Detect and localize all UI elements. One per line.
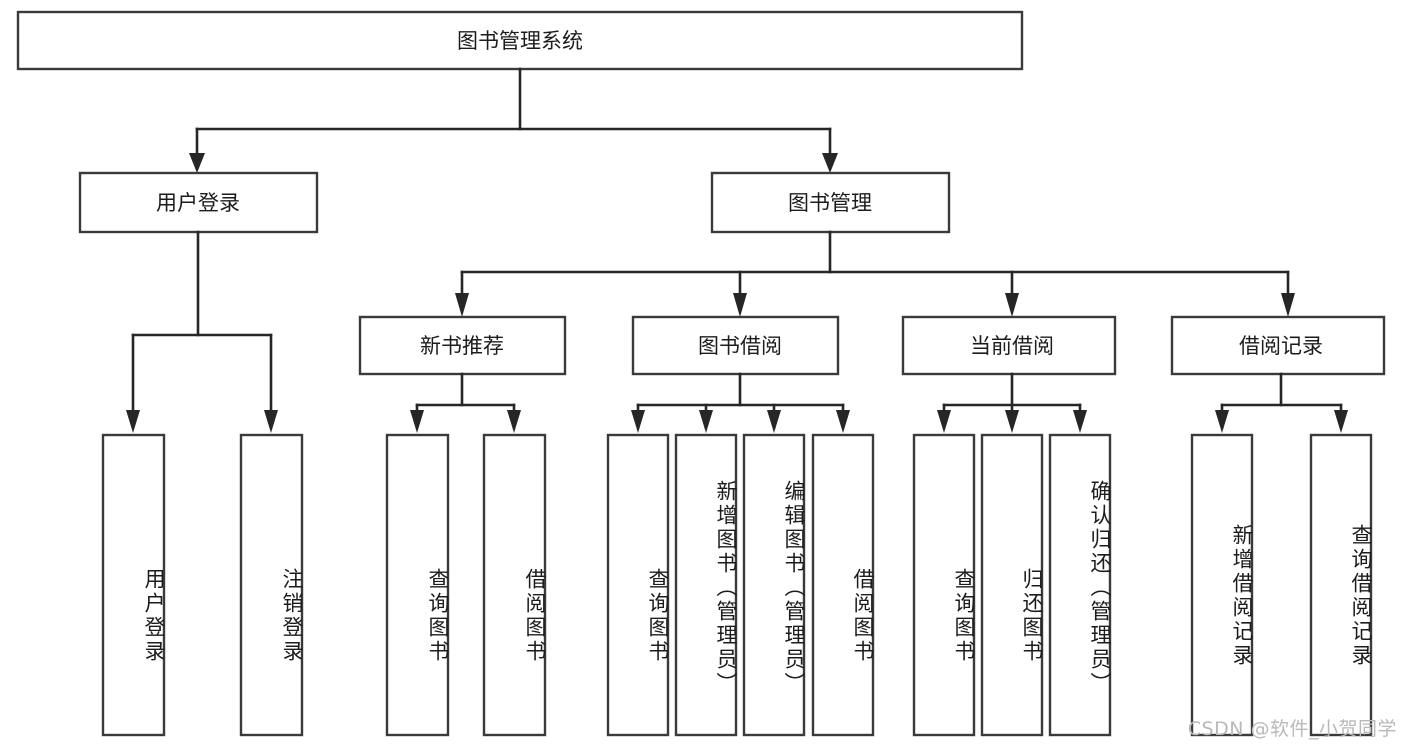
- node-user-login-label: 用户登录: [156, 191, 240, 215]
- leaf-box-add-book[interactable]: [674, 433, 738, 737]
- leaf-box-user-logout[interactable]: [239, 433, 304, 737]
- node-new-book-recommend[interactable]: 新书推荐: [358, 315, 567, 376]
- arrowhead-book-borrow: [733, 293, 747, 317]
- arrowhead-leaf-query-book-3: [937, 410, 951, 433]
- leaf-box-confirm-return[interactable]: [1048, 433, 1112, 737]
- node-new-book-recommend-box[interactable]: [358, 315, 567, 376]
- leaf-box-query-book-3[interactable]: [912, 433, 976, 737]
- leaf-box-borrow-book-1[interactable]: [482, 433, 547, 737]
- leaf-box-query-record[interactable]: [1309, 433, 1373, 737]
- node-borrow-record-box[interactable]: [1170, 315, 1386, 376]
- arrowhead-current-borrow: [1005, 293, 1019, 317]
- arrowhead-leaf-query-book-2: [631, 410, 645, 433]
- node-root-box[interactable]: [16, 10, 1024, 71]
- arrowhead-leaf-return-book: [1005, 410, 1019, 433]
- node-book-borrow[interactable]: 图书借阅: [631, 315, 840, 376]
- arrowhead-leaf-borrow-book-1: [507, 410, 521, 433]
- arrowhead-leaf-confirm-return: [1073, 410, 1087, 433]
- node-borrow-record[interactable]: 借阅记录: [1170, 315, 1386, 376]
- arrowhead-new-book: [455, 293, 469, 317]
- arrowhead-book-manage: [822, 153, 838, 173]
- node-root[interactable]: 图书管理系统: [16, 10, 1024, 71]
- arrowhead-borrow-record: [1281, 293, 1295, 317]
- arrowhead-leaf-user-logout: [264, 410, 278, 433]
- leaf-box-edit-book[interactable]: [742, 433, 806, 737]
- leaf-box-query-book-2[interactable]: [606, 433, 670, 737]
- arrowhead-leaf-query-book-1: [410, 410, 424, 433]
- leaf-box-borrow-book-2[interactable]: [811, 433, 875, 737]
- arrowhead-user-login: [189, 153, 205, 173]
- arrowhead-leaf-user-login: [126, 410, 140, 433]
- arrowhead-leaf-edit-book: [767, 410, 781, 433]
- node-current-borrow[interactable]: 当前借阅: [901, 315, 1117, 376]
- arrowhead-leaf-borrow-book-2: [836, 410, 850, 433]
- node-book-manage[interactable]: 图书管理: [710, 171, 951, 234]
- node-book-borrow-label: 图书借阅: [698, 334, 782, 358]
- arrowhead-leaf-add-book: [699, 410, 713, 433]
- node-book-borrow-box[interactable]: [631, 315, 840, 376]
- leaf-box-user-login[interactable]: [101, 433, 166, 737]
- node-book-manage-label: 图书管理: [788, 191, 872, 215]
- csdn-watermark: CSDN @软件_小贺同学: [1187, 718, 1397, 740]
- node-user-login[interactable]: 用户登录: [78, 171, 319, 234]
- arrowhead-leaf-add-record: [1215, 410, 1229, 433]
- node-current-borrow-label: 当前借阅: [970, 334, 1054, 358]
- node-new-book-recommend-label: 新书推荐: [420, 334, 504, 358]
- node-book-manage-box[interactable]: [710, 171, 951, 234]
- node-current-borrow-box[interactable]: [901, 315, 1117, 376]
- node-borrow-record-label: 借阅记录: [1239, 334, 1323, 358]
- leaf-box-add-record[interactable]: [1190, 433, 1254, 737]
- arrowhead-leaf-query-record: [1334, 410, 1348, 433]
- node-root-label: 图书管理系统: [457, 29, 583, 53]
- leaf-box-return-book[interactable]: [980, 433, 1044, 737]
- leaf-box-query-book-1[interactable]: [385, 433, 450, 737]
